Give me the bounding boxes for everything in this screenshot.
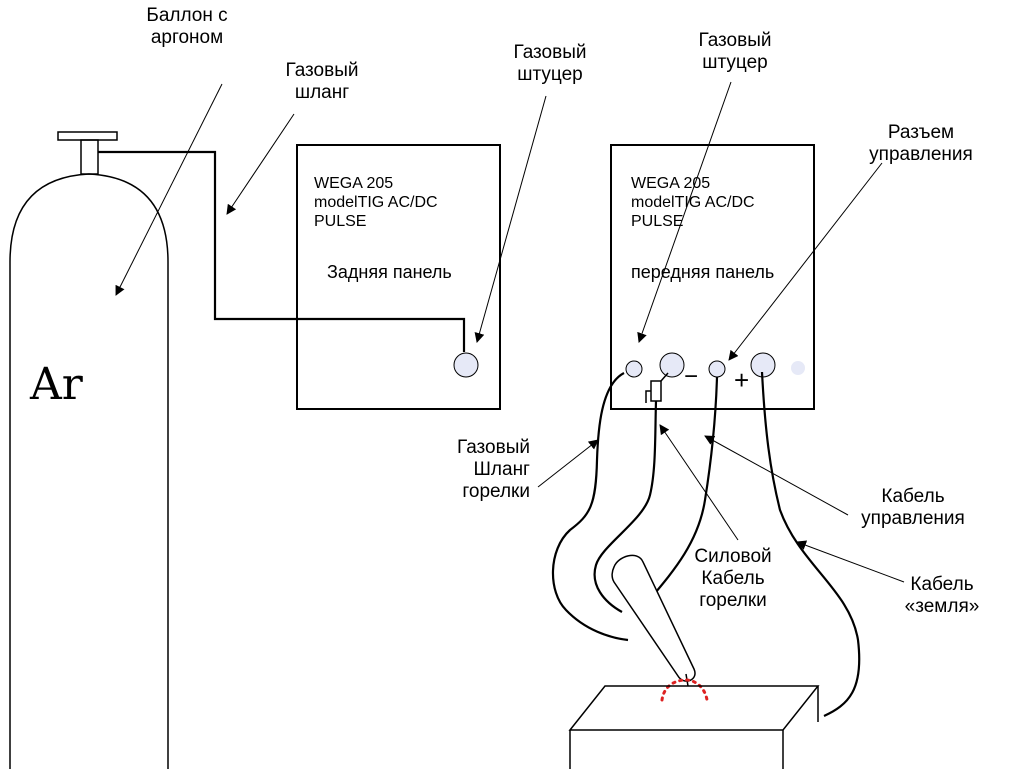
control-cable-label-line-2: управления [861, 508, 965, 529]
indicator-dot [791, 361, 805, 375]
cylinder-label-line-1: Баллон с [146, 5, 228, 26]
gas-hose-label-line-2: шланг [294, 82, 350, 103]
welding-arc [660, 678, 709, 702]
cylinder-valve-handle [57, 131, 118, 141]
gas-hose-line [98, 150, 466, 352]
control-connector-label-line-1: Разъем [887, 122, 955, 143]
rear-model-line-1: WEGA 205 [314, 175, 394, 192]
ground-cable-label-line-1: Кабель [910, 574, 974, 595]
control-connector-leader-arrow [728, 162, 883, 361]
front-model-line-3: PULSE [631, 213, 684, 230]
torch-power-cable-label: Силовой Кабель горелки [683, 546, 783, 612]
rear-model-line-2: modelTIG AC/DC [314, 194, 438, 211]
ground-cable-label: Кабель «земля» [892, 574, 992, 618]
control-cable-label-line-1: Кабель [881, 486, 945, 507]
control-cable-label: Кабель управления [853, 486, 973, 530]
gas-hose-leader-arrow [226, 113, 295, 215]
rear-fitting-label: Газовый штуцер [500, 42, 600, 86]
gas-hose-label: Газовый шланг [272, 60, 372, 104]
torch-gas-hose-label-line-2: Шланг [473, 459, 531, 480]
front-fitting-label-line-1: Газовый [698, 30, 772, 51]
rear-unit-box [296, 144, 501, 410]
control-connector-label: Разъем управления [866, 122, 976, 166]
cylinder-valve [80, 139, 99, 175]
minus-sign: − [684, 363, 699, 390]
front-unit-model: WEGA 205 modelTIG AC/DC PULSE [631, 174, 755, 231]
front-fitting-label: Газовый штуцер [685, 30, 785, 74]
control-cable-leader-arrow [704, 435, 849, 516]
cylinder-body [9, 173, 169, 769]
control-connector-label-line-2: управления [869, 144, 973, 165]
rear-unit-model: WEGA 205 modelTIG AC/DC PULSE [314, 174, 438, 231]
torch-power-cable-label-line-1: Силовой [694, 546, 772, 567]
torch-gas-hose-label: Газовый Шланг горелки [420, 437, 530, 503]
plus-sign: + [734, 365, 750, 395]
front-unit [610, 144, 815, 410]
gas-hose-label-line-1: Газовый [285, 60, 359, 81]
torch-gas-hose-label-line-1: Газовый [456, 437, 530, 458]
control-connector [708, 360, 726, 378]
power-plug-symbol [645, 372, 669, 403]
rear-unit [296, 144, 501, 410]
front-fitting-leader-arrow [637, 81, 732, 343]
front-gas-fitting [625, 360, 643, 378]
torch-power-cable-line [593, 400, 658, 613]
argon-cylinder [9, 131, 169, 769]
rear-fitting-leader-arrow [474, 95, 547, 343]
torch-gas-hose-line [551, 372, 629, 642]
rear-panel-name: Задняя панель [327, 262, 452, 282]
minus-terminal [659, 352, 685, 378]
front-model-line-1: WEGA 205 [631, 175, 711, 192]
rear-fitting-label-line-2: штуцер [517, 64, 583, 85]
front-fitting-label-line-2: штуцер [702, 52, 768, 73]
ground-cable-label-line-2: «земля» [904, 596, 980, 617]
rear-model-line-3: PULSE [314, 213, 367, 230]
ground-cable-line [760, 371, 861, 717]
torch-power-cable-label-line-2: Кабель [701, 568, 765, 589]
torch-power-cable-label-line-3: горелки [699, 590, 767, 611]
cylinder-label: Баллон с аргоном [132, 5, 242, 49]
cylinder-label-line-2: аргоном [150, 27, 224, 48]
cylinder-leader-arrow [115, 83, 223, 296]
rear-gas-fitting [453, 352, 479, 378]
front-model-line-2: modelTIG AC/DC [631, 194, 755, 211]
front-panel-name: передняя панель [631, 262, 775, 282]
ground-cable-leader-arrow [796, 540, 905, 583]
torch-gas-hose-leader-arrow [537, 439, 599, 488]
argon-symbol: Ar [30, 359, 83, 410]
rear-fitting-label-line-1: Газовый [513, 42, 587, 63]
torch-power-cable-leader-arrow [659, 424, 739, 541]
torch-gas-hose-label-line-3: горелки [462, 481, 530, 502]
front-unit-box [610, 144, 815, 410]
workpiece [568, 685, 820, 769]
control-cable-line [644, 376, 719, 606]
